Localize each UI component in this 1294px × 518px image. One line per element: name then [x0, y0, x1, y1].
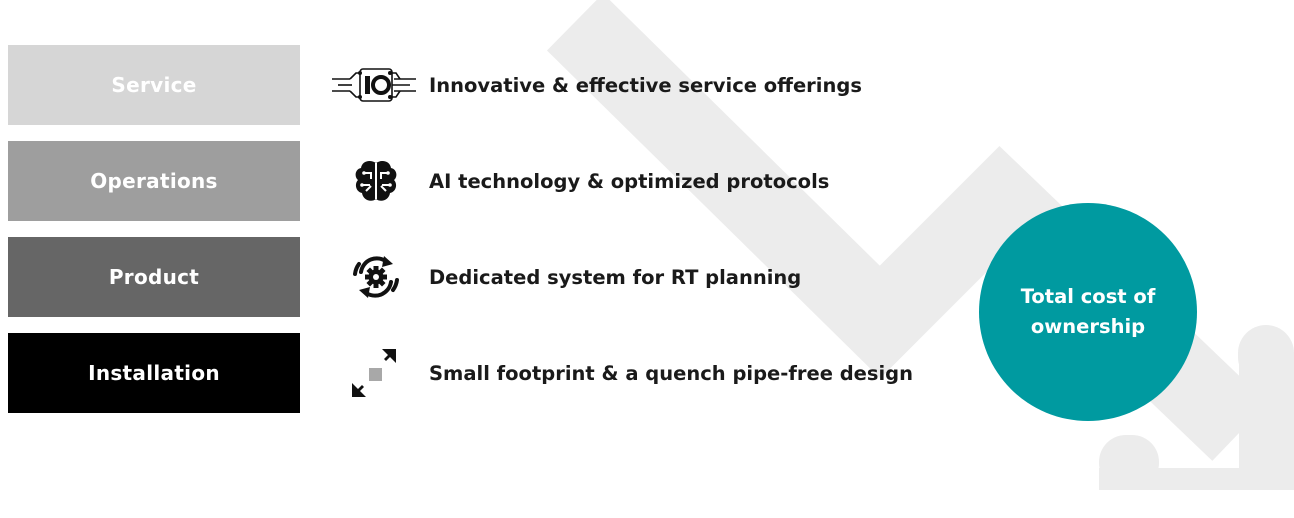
category-box-installation: Installation — [8, 333, 300, 413]
trend-arrow-head-corner-bottom — [1099, 435, 1159, 490]
category-label-installation: Installation — [88, 361, 220, 385]
trend-arrow-head-corner — [1238, 325, 1294, 385]
description-service: Innovative & effective service offerings — [429, 73, 862, 97]
category-label-operations: Operations — [90, 169, 218, 193]
total-cost-of-ownership-label: Total cost of ownership — [1020, 285, 1156, 338]
trend-arrow-head — [1099, 355, 1294, 490]
description-product: Dedicated system for RT planning — [429, 265, 802, 289]
description-installation: Small footprint & a quench pipe-free des… — [429, 361, 914, 385]
brain-icon — [324, 155, 428, 207]
row-product: Product — [8, 237, 1008, 317]
row-operations: Operations AI technology & optimized pro… — [8, 141, 1008, 221]
category-label-product: Product — [108, 265, 200, 289]
row-installation: Installation Small footprint & a quench … — [8, 333, 1008, 413]
category-label-service: Service — [111, 73, 197, 97]
description-operations: AI technology & optimized protocols — [429, 169, 830, 193]
compress-arrows-icon — [324, 347, 428, 399]
total-cost-of-ownership-circle: Total cost of ownership — [979, 203, 1197, 421]
gear-cycle-icon — [324, 251, 428, 303]
circuit-chip-icon — [324, 59, 428, 111]
row-service: Service Innovative & eff — [8, 45, 1008, 125]
category-box-product: Product — [8, 237, 300, 317]
category-box-service: Service — [8, 45, 300, 125]
category-box-operations: Operations — [8, 141, 300, 221]
